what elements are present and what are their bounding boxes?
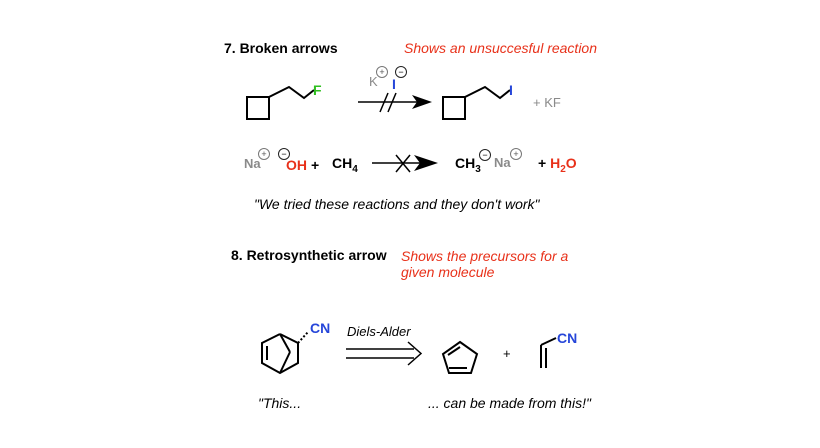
methyl-ch: CH (455, 155, 476, 171)
methane-label: CH4 (332, 155, 358, 175)
diels-alder-label: Diels-Alder (347, 324, 411, 339)
sodium-plus-charge-icon: + (258, 148, 270, 160)
water-label: + H2O (538, 155, 577, 175)
sodium-label-2: Na (494, 155, 511, 170)
potassium-label: K (369, 74, 378, 89)
kf-byproduct: + KF (533, 95, 561, 110)
product-nitrile-label: CN (310, 320, 331, 336)
water-subscript: 2 (560, 163, 566, 175)
section8-note-line2: given molecule (401, 264, 495, 280)
acrylonitrile-label: CN (557, 330, 578, 346)
section8-quote-right: ... can be made from this!" (428, 395, 591, 411)
water-o: O (565, 155, 577, 171)
product-iodine-label: I (509, 82, 513, 98)
section8-heading: 8. Retrosynthetic arrow (231, 247, 387, 263)
retrosynthetic-arrow (346, 341, 423, 366)
acrylonitrile-structure (540, 337, 557, 368)
minus-charge-icon: − (395, 66, 407, 78)
section8-quote-left: "This... (258, 395, 302, 411)
crossed-arrow-2 (372, 154, 438, 173)
section7-quote: "We tried these reactions and they don't… (254, 196, 540, 212)
hydroxide-minus-charge-icon: − (278, 148, 290, 160)
plus-charge-icon: + (376, 66, 388, 78)
hydroxide-label: OH (286, 157, 307, 173)
methyl-minus-charge-icon: − (479, 149, 491, 161)
norbornene-nitrile-structure (261, 331, 309, 375)
cyclobutyl-iodide-structure (442, 85, 511, 120)
precursor-plus-sign: + (503, 346, 511, 361)
fluorine-label: F (313, 82, 322, 98)
section8-note-line1: Shows the precursors for a (401, 248, 569, 264)
methyl-anion-label: CH3 (455, 155, 481, 175)
water-plus: + (538, 155, 547, 171)
methyl-subscript: 3 (475, 163, 481, 175)
plus-sign-1: + (311, 157, 320, 173)
broken-arrow-1 (358, 92, 432, 113)
cyclobutyl-fluoride-structure (246, 85, 315, 120)
iodide-label: I (392, 76, 396, 92)
cyclopentadiene-structure (441, 340, 479, 374)
section7-heading: 7. Broken arrows (224, 40, 338, 56)
section7-note: Shows an unsuccesful reaction (404, 40, 597, 56)
water-h: H (550, 155, 561, 171)
sodium2-plus-charge-icon: + (510, 148, 522, 160)
methane-subscript: 4 (352, 163, 358, 175)
sodium-label-1: Na (244, 156, 261, 171)
methane-ch: CH (332, 155, 353, 171)
